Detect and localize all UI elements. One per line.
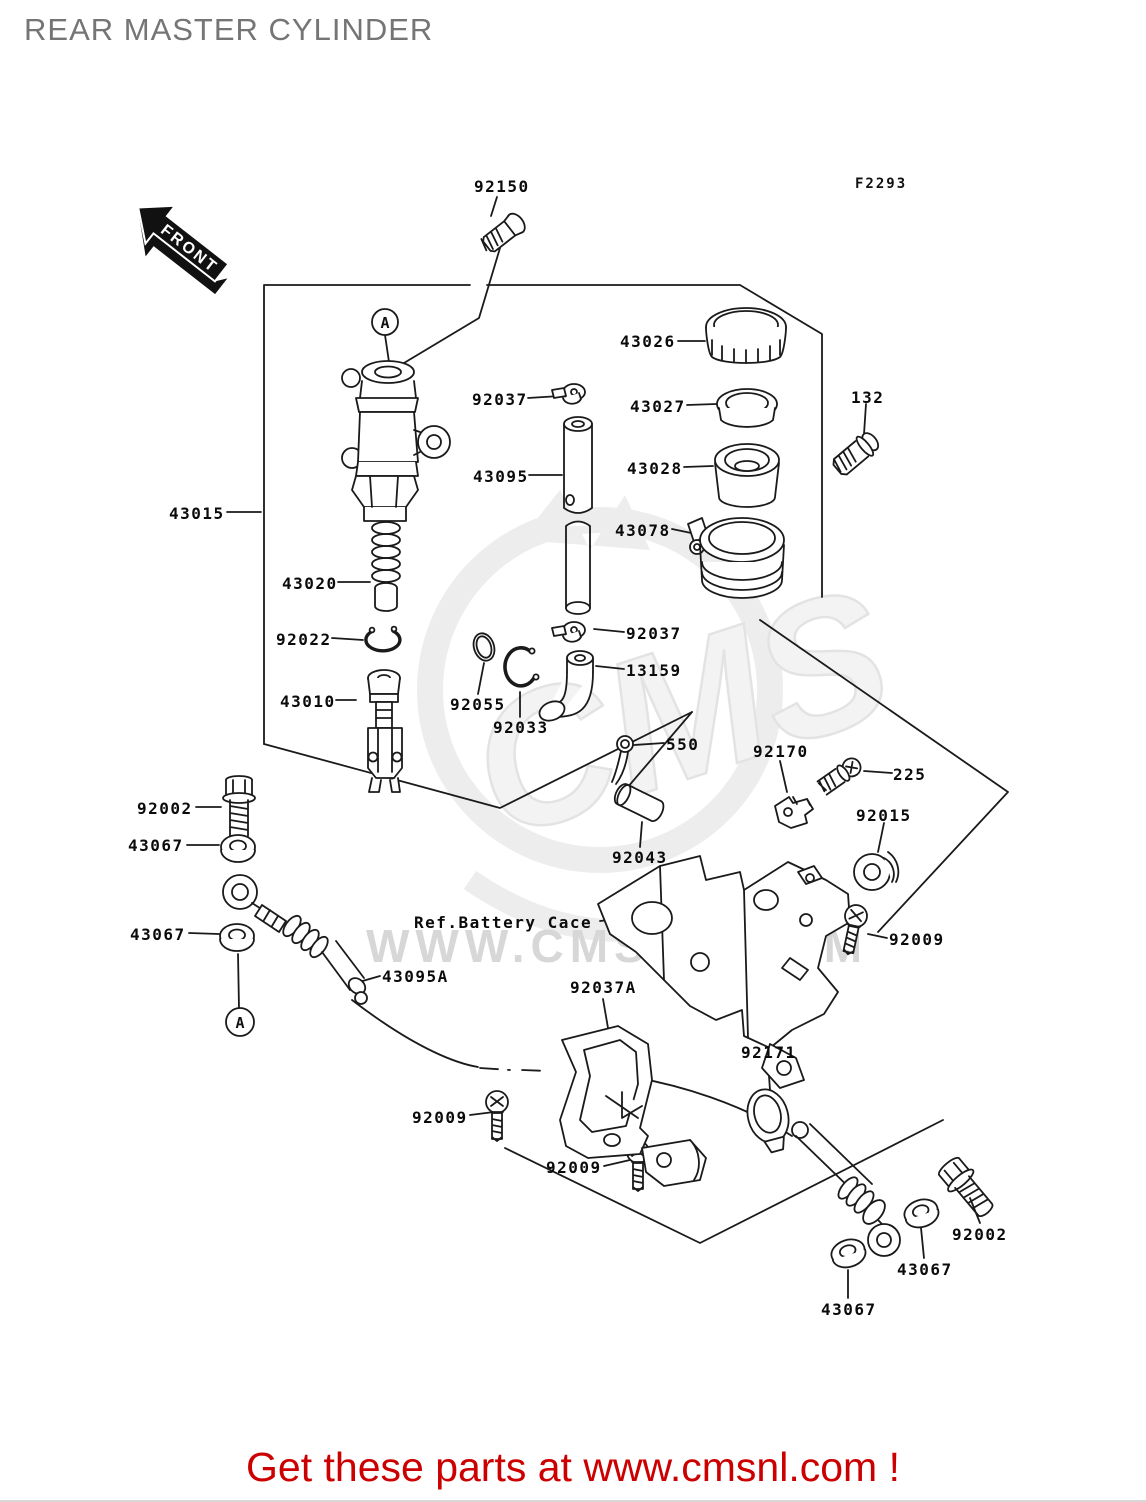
drawing-battery-case-bracket	[597, 855, 851, 1089]
drawing-92002-bolt-right	[933, 1152, 1001, 1224]
ref-marker-a-bottom-letter: A	[235, 1014, 244, 1032]
drawing-43026-cap	[705, 307, 787, 364]
part-label-43028: 43028	[627, 459, 683, 478]
drawing-master-cylinder	[341, 360, 451, 522]
part-label-92037a: 92037A	[570, 978, 637, 997]
part-label-13159: 13159	[626, 661, 682, 680]
part-label-92009-left: 92009	[412, 1108, 468, 1127]
drawing-lower-rod-assembly	[791, 1121, 901, 1257]
drawing-43027-plate	[716, 388, 778, 428]
drawing-225-screw	[816, 757, 862, 796]
drawing-92171-ring	[746, 1088, 790, 1154]
drawing-92055-oring	[472, 632, 496, 662]
part-label-92037-upper: 92037	[472, 390, 528, 409]
part-label-43095: 43095	[473, 467, 529, 486]
ref-marker-a-top-letter: A	[380, 314, 389, 332]
part-label-43067-2: 43067	[130, 925, 186, 944]
part-label-43015: 43015	[169, 504, 225, 523]
leader-lines	[186, 196, 981, 1299]
ref-marker-a-top: A	[371, 308, 399, 336]
page-title: REAR MASTER CYLINDER	[24, 12, 434, 47]
drawing-43067-washer-4	[827, 1234, 870, 1273]
part-label-92015: 92015	[856, 806, 912, 825]
part-label-92055: 92055	[450, 695, 506, 714]
part-label-92043: 92043	[612, 848, 668, 867]
part-label-43067-3: 43067	[897, 1260, 953, 1279]
drawing-13159-elbow	[538, 650, 594, 722]
part-label-43010: 43010	[280, 692, 336, 711]
part-label-43078: 43078	[615, 521, 671, 540]
drawing-43095a-hose	[222, 874, 368, 1005]
part-label-92002-left: 92002	[137, 799, 193, 818]
drawing-92043-pin	[613, 783, 665, 823]
drawing-92037-clamp-upper	[551, 383, 586, 405]
drawing-hose-clamp-plate	[641, 1139, 707, 1187]
drawing-92150-screw	[480, 212, 526, 253]
part-label-92009-mid: 92009	[546, 1158, 602, 1177]
part-label-92170: 92170	[753, 742, 809, 761]
drawing-92009-screw-1	[485, 1090, 509, 1142]
drawing-43095-reservoir	[563, 416, 593, 615]
drawing-92022-snap-ring	[364, 625, 402, 653]
part-label-43095a: 43095A	[382, 967, 449, 986]
part-label-92009-right: 92009	[889, 930, 945, 949]
part-label-43067-4: 43067	[821, 1300, 877, 1319]
drawing-92033-snap-ring	[503, 646, 540, 688]
part-label-92002-right: 92002	[952, 1225, 1008, 1244]
group-outline-lines	[263, 247, 1009, 1244]
front-arrow: FRONT	[136, 204, 230, 295]
part-label-43020: 43020	[282, 574, 338, 593]
part-label-550: 550	[666, 735, 700, 754]
part-label-43067-1: 43067	[128, 836, 184, 855]
drawing-550-cotter-pin	[611, 735, 634, 785]
part-label-ref-battery-case: Ref.Battery Cace	[414, 913, 593, 932]
part-label-132: 132	[851, 388, 885, 407]
drawing-92015-bushing	[853, 851, 900, 891]
part-label-43026: 43026	[620, 332, 676, 351]
drawing-43010-push-rod	[367, 669, 403, 793]
part-label-225: 225	[893, 765, 927, 784]
drawing-43078-clamp	[687, 517, 785, 599]
drawing-43067-washer-1	[220, 834, 256, 863]
drawing-43067-washer-2	[219, 923, 255, 952]
drawing-92037-clamp-lower	[551, 621, 586, 643]
drawing-132-bolt	[832, 432, 880, 476]
part-label-92171: 92171	[741, 1043, 797, 1062]
part-label-92033: 92033	[493, 718, 549, 737]
footer-banner-link[interactable]: Get these parts at www.cmsnl.com !	[246, 1444, 900, 1490]
figure-code: F2293	[855, 176, 908, 192]
drawing-92170-clip	[774, 796, 814, 829]
part-label-92022: 92022	[276, 630, 332, 649]
drawing-43020-piston-spring	[371, 521, 401, 612]
drawing-43067-washer-3	[900, 1194, 943, 1233]
drawing-92037a-bracket	[559, 1025, 653, 1159]
drawing-92002-bolt-left	[222, 775, 256, 841]
part-label-43027: 43027	[630, 397, 686, 416]
ref-marker-a-bottom: A	[225, 1007, 255, 1037]
part-label-92150: 92150	[474, 177, 530, 196]
part-label-92037-lower: 92037	[626, 624, 682, 643]
drawing-43028-diaphragm	[714, 443, 780, 508]
